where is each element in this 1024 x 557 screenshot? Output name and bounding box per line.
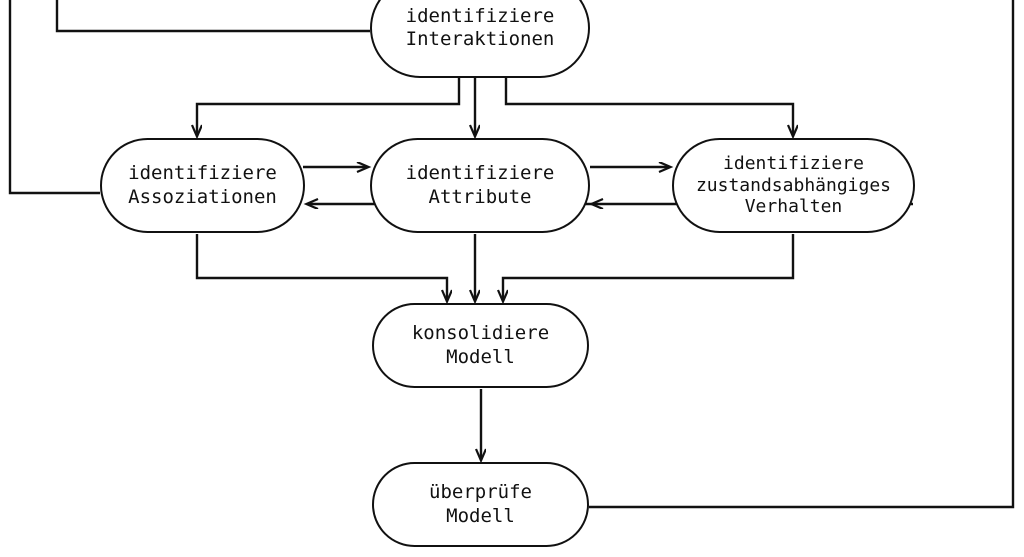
node-identifiziere-assoziationen[interactable]: identifiziere Assoziationen <box>100 138 305 233</box>
node-label: überprüfe Modell <box>429 481 532 527</box>
node-label: konsolidiere Modell <box>411 322 550 368</box>
node-identifiziere-interaktionen[interactable]: identifiziere Interaktionen <box>370 0 590 78</box>
edge-offpage-top-to-interaktionen <box>55 0 370 33</box>
node-label: identifiziere Interaktionen <box>405 4 555 50</box>
edge-assoziationen-konsolidiere <box>195 234 447 301</box>
edge-interaktionen-verhalten <box>504 78 793 136</box>
edge-offpage-left-to-assoziationen <box>8 0 100 195</box>
edge-ueberpruefe-offpage-right <box>589 0 1015 509</box>
node-label: identifiziere Assoziationen <box>128 162 277 208</box>
node-identifiziere-attribute[interactable]: identifiziere Attribute <box>370 138 590 233</box>
node-label: identifiziere zustandsabhängiges Verhalt… <box>695 152 892 218</box>
node-identifiziere-zustandsabhaengiges-verhalten[interactable]: identifiziere zustandsabhängiges Verhalt… <box>672 138 915 233</box>
node-ueberpruefe-modell[interactable]: überprüfe Modell <box>372 462 589 547</box>
edge-interaktionen-assoziationen <box>197 78 461 136</box>
node-label: identifiziere Attribute <box>405 162 555 208</box>
edge-verhalten-konsolidiere <box>503 234 795 301</box>
node-konsolidiere-modell[interactable]: konsolidiere Modell <box>372 303 589 388</box>
